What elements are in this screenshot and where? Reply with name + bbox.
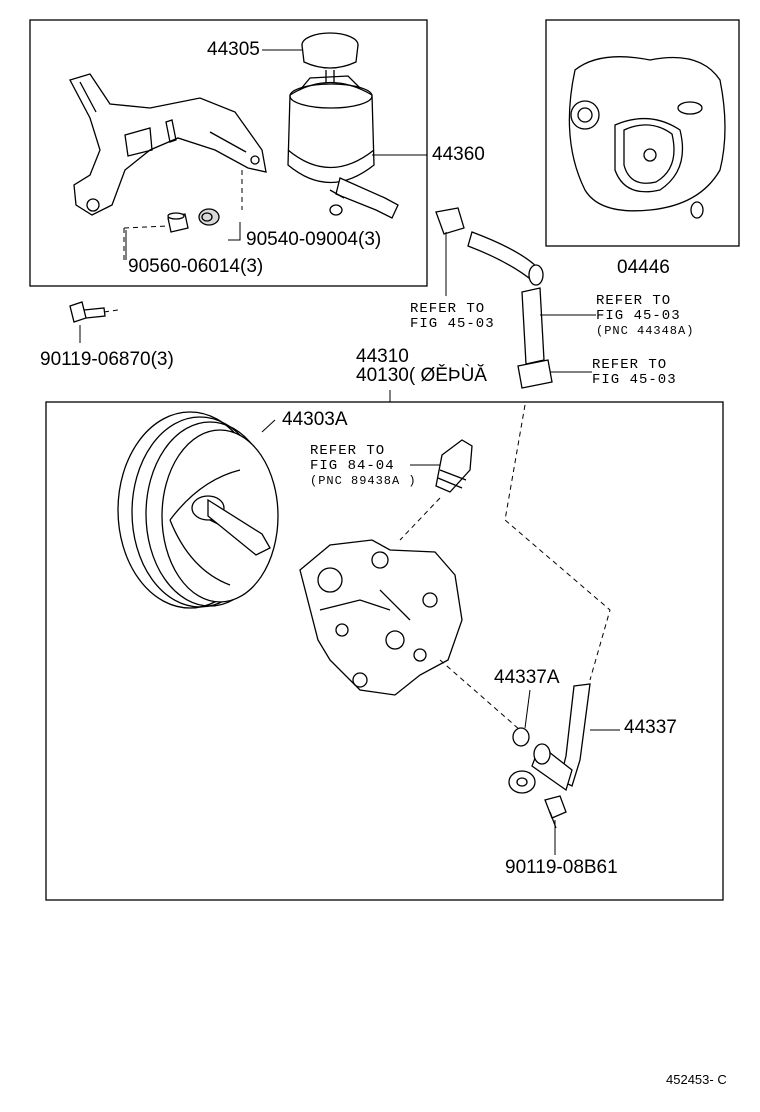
- part-label-collar: 90560-06014(3): [128, 256, 264, 277]
- part-label-bracket-bolt: 90119-06870(3): [40, 349, 174, 370]
- pump-body-drawing: [299, 539, 463, 696]
- refer-note-hose-clamp: REFER TO FIG 45-03: [410, 302, 495, 332]
- refer-note-pressure-switch: REFER TO FIG 84-04 (PNC 89438A ): [310, 444, 417, 489]
- reservoir-group-frame: [29, 19, 428, 287]
- part-label-pump-assy: 44310: [356, 346, 409, 367]
- bracket-drawing: [69, 73, 267, 216]
- refer-note-return-hose: REFER TO FIG 45-03 (PNC 44348A): [596, 294, 694, 339]
- refer-note-line: REFER TO: [592, 357, 668, 373]
- refer-note-line: FIG 45-03: [596, 308, 681, 324]
- pulley-drawing: [117, 411, 279, 609]
- part-label-cushion-bolt: 90540-09004(3): [246, 229, 382, 250]
- part-label-reservoir-cap: 44305: [207, 39, 260, 60]
- refer-note-line: FIG 45-03: [410, 316, 495, 332]
- part-label-pulley: 44303A: [282, 409, 348, 430]
- bracket-bolt-drawing: [69, 301, 119, 323]
- union-drawing: [508, 683, 591, 794]
- pump-group-frame: [45, 401, 724, 901]
- illustration-id: 452453- C: [666, 1072, 727, 1087]
- reservoir-drawing: [287, 32, 399, 219]
- refer-note-pnc: (PNC 44348A): [596, 324, 695, 338]
- leader-lines: [79, 49, 620, 855]
- part-label-reservoir-assy: 44360: [432, 144, 485, 165]
- seal-kit-frame: [545, 19, 740, 247]
- pressure-switch-drawing: [399, 439, 473, 541]
- refer-note-line: REFER TO: [310, 443, 386, 459]
- cushion-drawing: [198, 208, 220, 226]
- hose-drawing: [435, 207, 553, 389]
- part-label-union-bolt: 90119-08B61: [505, 857, 618, 878]
- part-label-union: 44337: [624, 717, 677, 738]
- seal-kit-drawing: [568, 56, 726, 219]
- refer-note-line: FIG 84-04: [310, 458, 395, 474]
- refer-note-line: REFER TO: [596, 293, 672, 309]
- part-label-seal-kit: 04446: [617, 257, 670, 278]
- refer-note-line: FIG 45-03: [592, 372, 677, 388]
- refer-note-line: REFER TO: [410, 301, 486, 317]
- refer-note-hose-clamp-lower: REFER TO FIG 45-03: [592, 358, 677, 388]
- part-label-pump-assy-alt: 40130( ØĚÞÙĂ: [356, 365, 487, 386]
- part-label-o-ring: 44337A: [494, 667, 560, 688]
- collar-drawing: [167, 212, 189, 233]
- o-ring-drawing: [512, 727, 530, 747]
- refer-note-pnc: (PNC 89438A ): [310, 474, 417, 488]
